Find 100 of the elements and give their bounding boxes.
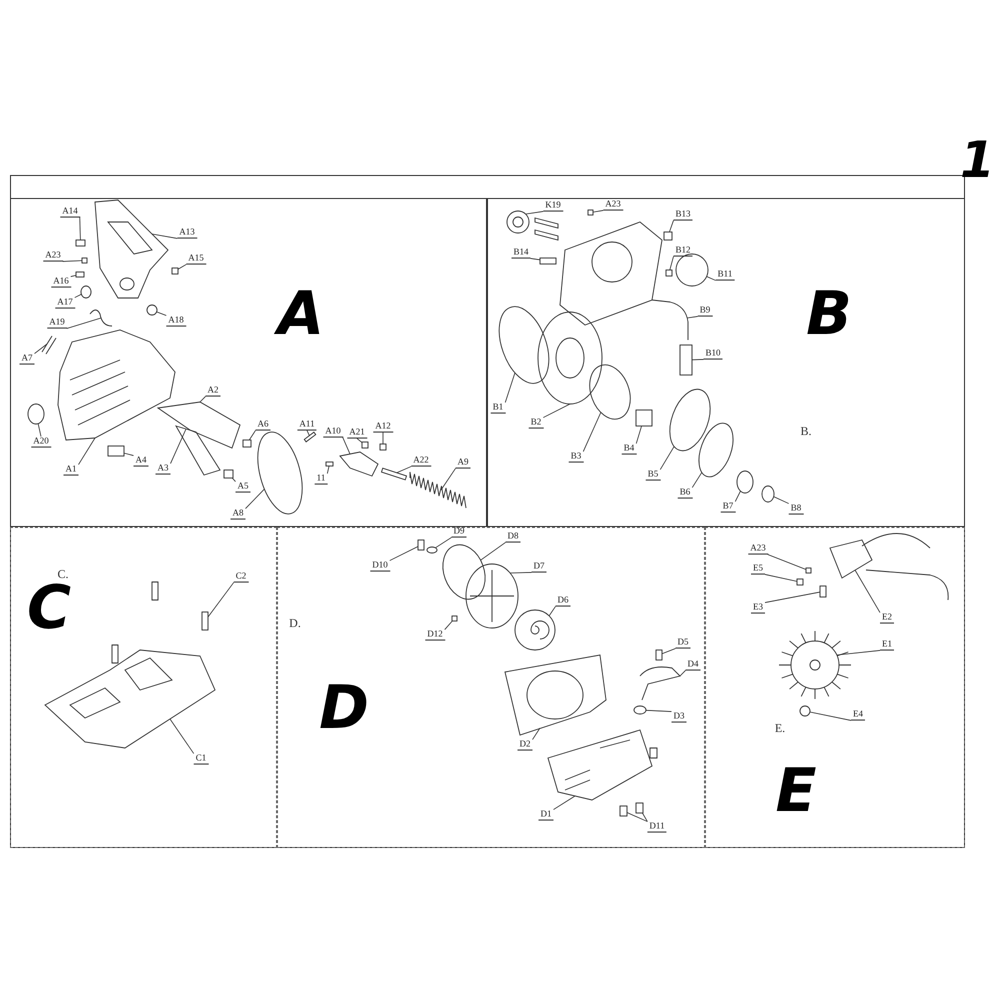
leader-line <box>553 796 576 810</box>
callout-number: D6 <box>556 596 570 606</box>
callout-number: A12 <box>373 422 393 432</box>
leader-line <box>306 430 310 436</box>
callout-number: A16 <box>51 276 71 288</box>
leader-line <box>734 490 741 502</box>
callout-number: A6 <box>256 420 270 430</box>
callout-number: A2 <box>206 386 220 396</box>
bolt-drawing <box>242 440 252 448</box>
washer-drawing <box>796 578 804 586</box>
nut-drawing <box>146 304 158 316</box>
leader-line <box>178 264 187 270</box>
leader-line <box>356 438 362 443</box>
side-cover-drawing <box>548 729 653 800</box>
leader-line <box>170 428 186 464</box>
leader-line <box>680 670 686 676</box>
chain-guard-drawing <box>94 200 168 298</box>
callout-number: A19 <box>47 318 67 328</box>
bolt-drawing <box>76 272 84 278</box>
callout-number: A5 <box>236 482 250 492</box>
leader-line <box>542 404 570 418</box>
leader-line <box>79 217 81 240</box>
callout-number: B9 <box>698 306 712 316</box>
leader-line <box>480 542 506 561</box>
leader-line <box>396 466 412 474</box>
callout-number: B5 <box>646 470 660 480</box>
leader-line <box>530 258 540 260</box>
leader-line <box>810 712 852 721</box>
callout-number: A21 <box>347 428 367 438</box>
callout-number: A15 <box>186 254 206 264</box>
callout-number: D11 <box>647 822 667 832</box>
worm-gear-drawing <box>736 470 754 494</box>
callout-number: E5 <box>751 564 765 574</box>
callout-number: B6 <box>678 488 692 498</box>
plate-drawing <box>175 425 221 476</box>
callout-number: D12 <box>425 630 445 640</box>
leader-line <box>342 437 350 454</box>
callout-number: C2 <box>234 572 248 582</box>
filter-drawing <box>680 344 692 376</box>
clip-drawing <box>42 336 56 354</box>
bolt-drawing <box>76 240 86 246</box>
callout-number: E3 <box>751 602 765 614</box>
callout-number: A8 <box>230 508 246 520</box>
callout-number: A14 <box>60 206 80 218</box>
leader-line <box>669 220 674 232</box>
callout-number: A23 <box>748 544 768 554</box>
callout-number: B4 <box>622 444 636 454</box>
callout-number: A9 <box>456 458 470 468</box>
cover-drawing <box>44 650 216 748</box>
callout-number: B12 <box>674 246 692 256</box>
leader-line <box>232 478 236 482</box>
nut-drawing <box>82 258 88 264</box>
callout-number: D4 <box>686 660 700 670</box>
callout-number: B2 <box>528 418 544 428</box>
brake-band-drawing <box>257 432 303 514</box>
leader-line <box>510 572 532 574</box>
screw-drawing <box>202 612 208 630</box>
callout-number: D7 <box>532 562 546 572</box>
screw-drawing <box>452 616 458 622</box>
leader-line <box>248 430 256 440</box>
leader-line <box>636 426 642 444</box>
washer-drawing <box>762 486 774 502</box>
flywheel-drawing <box>778 630 852 700</box>
callout-number: B10 <box>704 348 722 360</box>
seal-drawing <box>506 210 530 234</box>
callout-number: A3 <box>156 464 170 474</box>
leader-line <box>764 592 820 603</box>
leader-line <box>70 275 76 277</box>
leader-line <box>706 276 716 281</box>
housing-drawing <box>58 330 176 440</box>
leader-line <box>773 496 790 504</box>
callout-number: A1 <box>64 464 78 476</box>
section-letter: D <box>319 678 369 738</box>
screw-drawing <box>656 650 662 660</box>
starter-plate-drawing <box>466 564 518 628</box>
clutch-drum-drawing <box>538 312 602 404</box>
callout-number: A13 <box>177 228 197 238</box>
leader-line <box>669 256 674 270</box>
leader-line <box>435 537 452 548</box>
bolt-drawing <box>380 444 386 450</box>
bushing-drawing <box>80 286 92 298</box>
clutch-shoe-drawing <box>498 306 550 384</box>
leader-line <box>626 812 648 822</box>
leader-line <box>208 582 234 618</box>
leader-line <box>78 438 96 465</box>
bushing-drawing <box>224 470 234 478</box>
leader-line <box>38 423 42 437</box>
leader-line <box>526 211 544 214</box>
leader-line <box>548 606 556 616</box>
oil-pipe-drawing <box>652 300 688 340</box>
washer-drawing <box>698 422 734 478</box>
section-panel <box>10 198 487 527</box>
callout-number: D5 <box>676 638 690 648</box>
callout-number: A23 <box>43 250 63 262</box>
nut-drawing <box>800 706 810 716</box>
rod-drawing <box>380 468 408 480</box>
callout-number: K19 <box>543 200 563 212</box>
callout-number: B14 <box>512 248 530 258</box>
spring-drawing <box>410 472 466 508</box>
leader-line <box>592 210 604 212</box>
